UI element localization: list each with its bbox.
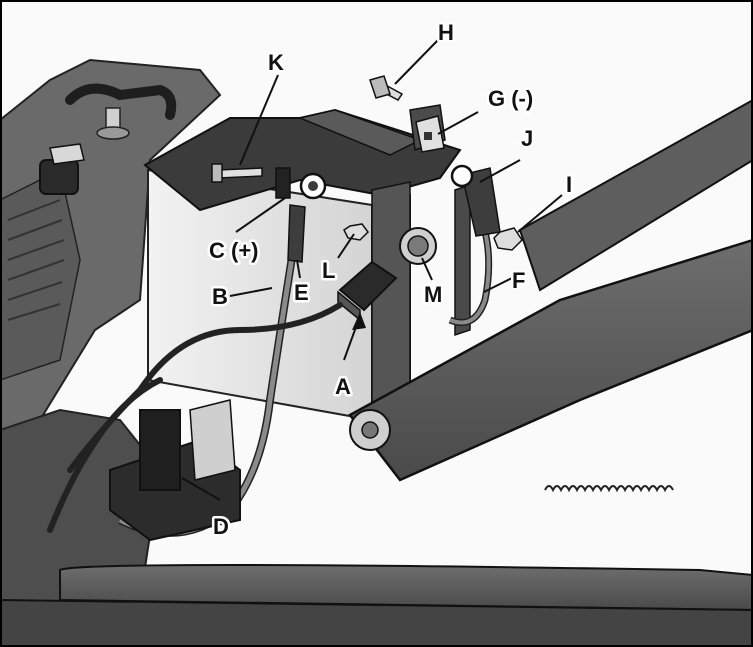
label-b: B [212, 284, 228, 309]
svg-text:C (+): C (+) [209, 238, 259, 263]
leader-a-arrowhead [352, 312, 366, 330]
svg-text:K: K [268, 50, 284, 75]
key-switch-icon [399, 227, 437, 265]
oil-cap-icon [39, 143, 85, 195]
nut-l-icon [343, 223, 369, 241]
label-i: I [566, 172, 572, 197]
svg-text:I: I [566, 172, 572, 197]
leader-lines [181, 39, 563, 501]
label-m: M [424, 282, 442, 307]
svg-text:A: A [335, 374, 351, 399]
svg-text:M: M [424, 282, 442, 307]
leader-m [421, 257, 433, 281]
label-k: K [268, 50, 284, 75]
label-j: J [521, 126, 533, 151]
label-a: A [335, 374, 351, 399]
label-l: L [322, 258, 335, 283]
bolt-k-icon [211, 163, 263, 183]
label-g: G (-) [488, 86, 533, 111]
negative-cable [448, 164, 501, 326]
svg-text:E: E [294, 280, 309, 305]
screw-h-icon [369, 75, 404, 101]
negative-terminal-icon [415, 115, 445, 153]
svg-text:B: B [212, 284, 228, 309]
chassis-frame [0, 564, 753, 647]
leader-j [479, 159, 521, 183]
leader-k [239, 74, 279, 166]
solenoid-icon [109, 399, 241, 542]
leader-h [394, 39, 439, 85]
svg-text:L: L [322, 258, 335, 283]
spark-plug-icon [65, 83, 177, 140]
leader-d [181, 477, 221, 501]
svg-text:J: J [521, 126, 533, 151]
svg-text:G (-): G (-) [488, 86, 533, 111]
svg-text:H: H [438, 20, 454, 45]
pivot-arm [348, 98, 753, 482]
positive-terminal-icon [275, 167, 327, 200]
callout-labels: K K H H G (-) G (-) J J I I C (+) C (+) … [207, 18, 575, 542]
label-d: D [213, 514, 229, 539]
label-e: E [294, 280, 309, 305]
leader-f [483, 277, 513, 293]
leader-g [437, 111, 479, 135]
wiring-harness [47, 302, 343, 533]
leader-e [296, 259, 301, 279]
leader-b [229, 287, 273, 297]
svg-text:D: D [213, 514, 229, 539]
label-f: F [512, 268, 525, 293]
label-h: H [438, 20, 454, 45]
spring-icon [544, 485, 674, 493]
leader-l [337, 233, 355, 259]
leader-i [517, 194, 563, 233]
label-c: C (+) [209, 238, 259, 263]
svg-text:F: F [512, 268, 525, 293]
leader-c [235, 197, 286, 233]
nut-i-icon [493, 227, 523, 251]
